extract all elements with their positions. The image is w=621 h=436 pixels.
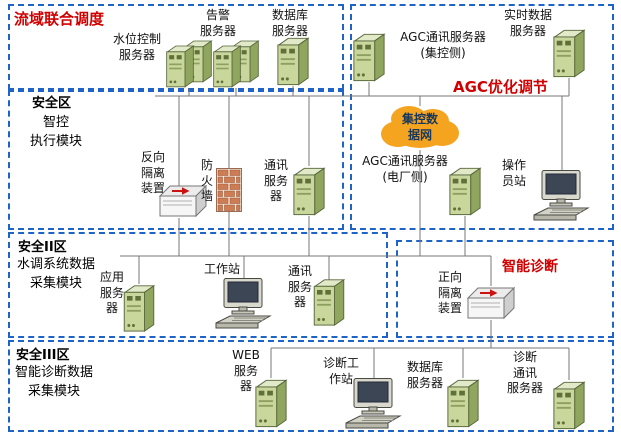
control-data-network-label: 集控数 据网 xyxy=(401,112,438,142)
alarm-server-icon xyxy=(212,41,242,91)
forward-isolation-label: 正向 隔离 装置 xyxy=(437,270,462,316)
region-box-zone3 xyxy=(8,340,614,432)
zone1-name: 安全区 xyxy=(32,96,72,111)
operator-station-label: 操作 员站 xyxy=(501,158,526,188)
database-server-top-label: 数据库 服务器 xyxy=(271,8,308,38)
web-server-label: WEB 服务 器 xyxy=(232,348,260,394)
water-level-server-icon xyxy=(165,41,195,91)
app-server-icon xyxy=(122,284,156,332)
agc-region-title: AGC优化调节 xyxy=(453,78,548,96)
zone2-name: 安全II区 xyxy=(18,240,67,255)
realtime-data-server-icon xyxy=(552,28,586,78)
workstation-icon xyxy=(212,278,276,330)
agc-comm-server-central-label: AGC通讯服务器 (集控侧) xyxy=(400,30,486,60)
database-server-bottom-label: 数据库 服务器 xyxy=(406,360,443,390)
water-level-server-label: 水位控制 服务器 xyxy=(112,32,161,62)
zone2-module-label: 水调系统数据 采集模块 xyxy=(16,257,95,291)
forward-isolation-device-icon xyxy=(466,286,516,320)
diagnosis-comm-server-label: 诊断 通讯 服务器 xyxy=(506,350,543,396)
app-server-label: 应用 服务 器 xyxy=(99,270,124,316)
zone3-module-label: 智能诊断数据 采集模块 xyxy=(14,365,93,399)
comm-server-zone2-icon xyxy=(312,278,346,326)
database-server-bottom-icon xyxy=(446,378,480,428)
operator-station-icon xyxy=(530,170,594,222)
web-server-icon xyxy=(254,378,288,428)
reverse-isolation-label: 反向 隔离 装置 xyxy=(140,150,165,196)
agc-comm-server-plant-icon xyxy=(448,166,482,216)
comm-server-zone1-icon xyxy=(292,166,326,216)
diagnosis-workstation-label: 诊断工 作站 xyxy=(322,356,359,386)
region-box-basin xyxy=(8,4,344,90)
firewall-icon xyxy=(216,168,242,212)
database-server-top-icon xyxy=(276,36,310,86)
comm-server-zone2-label: 通讯 服务 器 xyxy=(287,264,312,310)
agc-comm-server-central-icon xyxy=(352,32,386,82)
diagnosis-comm-server-icon xyxy=(552,380,586,430)
diagnosis-region-title: 智能诊断 xyxy=(502,259,558,275)
zone1-module-label: 智控 执行模块 xyxy=(29,115,82,149)
basin-region-title: 流域联合调度 xyxy=(14,10,105,28)
region-box-diagnosis xyxy=(396,240,614,338)
region-box-zone1 xyxy=(8,90,344,230)
alarm-server-label: 告警 服务器 xyxy=(199,8,236,38)
diagnosis-workstation-icon xyxy=(342,378,406,430)
region-box-zone2 xyxy=(8,232,388,338)
agc-comm-server-plant-label: AGC通讯服务器 (电厂侧) xyxy=(362,154,448,184)
firewall-label: 防 火 墙 xyxy=(200,158,213,204)
region-box-agc xyxy=(350,4,614,230)
workstation-label: 工作站 xyxy=(203,262,240,276)
zone3-name: 安全III区 xyxy=(16,348,70,363)
comm-server-zone1-label: 通讯 服务 器 xyxy=(263,158,288,204)
realtime-data-server-label: 实时数据 服务器 xyxy=(503,8,552,38)
